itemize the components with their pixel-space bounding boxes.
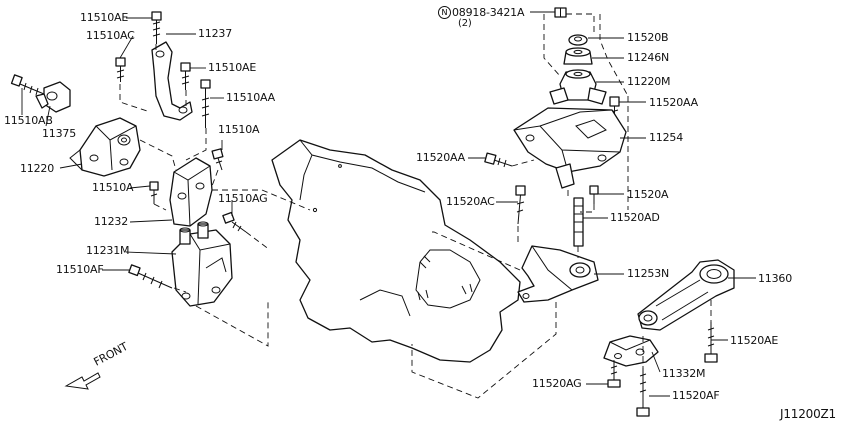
part-label-11220m: 11220M (627, 75, 671, 88)
part-label-11220: 11220 (20, 162, 54, 175)
part-label-08918-3421a: 08918-3421A (452, 6, 525, 19)
part-label-11510aa: 11510AA (226, 91, 275, 104)
bolt-11520af (636, 368, 650, 417)
mount-11231m (171, 221, 233, 307)
part-label-11510a-lower: 11510A (92, 181, 134, 194)
nut-08918-3421a (554, 7, 567, 18)
part-label-11231m: 11231M (86, 244, 130, 257)
part-label-11510ab: 11510AB (4, 114, 53, 127)
engine-block (271, 139, 521, 363)
part-label-11332m: 11332M (662, 367, 706, 380)
part-label-11520aa-left: 11520AA (416, 151, 465, 164)
leader-lines (21, 11, 756, 397)
part-label-11237: 11237 (198, 27, 232, 40)
part-label-11510ac: 11510AC (86, 29, 135, 42)
bolt-11510a-upper (211, 148, 224, 171)
part-label-11510af: 11510AF (56, 263, 104, 276)
bracket-11253n (517, 245, 599, 303)
diagram-code: J11200Z1 (780, 407, 836, 421)
bolt-11510ac (115, 57, 126, 82)
engine-mount-11220 (69, 117, 141, 177)
part-label-11510ae-right: 11510AE (208, 61, 257, 74)
part-label-11510ae-top: 11510AE (80, 11, 129, 24)
bolt-11520a (589, 185, 599, 204)
part-label-11520b: 11520B (627, 31, 669, 44)
mount-bracket-11375 (35, 81, 71, 113)
part-label-11520af: 11520AF (672, 389, 720, 402)
part-label-11510ag: 11510AG (218, 192, 268, 205)
part-label-11246n: 11246N (627, 51, 670, 64)
part-label-11520ad: 11520AD (610, 211, 660, 224)
bolt-11520ag (607, 362, 621, 388)
insulator-11246n (563, 47, 593, 65)
note-n-icon: N (438, 6, 451, 19)
bolt-11510aa (200, 79, 211, 128)
washer-11520b (568, 34, 588, 46)
bracket-11232 (169, 157, 213, 227)
part-label-11510a-upper: 11510A (218, 123, 260, 136)
torque-rod-11360 (637, 259, 735, 331)
bolt-11520aa-left (484, 152, 513, 168)
mount-11220m (549, 69, 607, 105)
bolt-11510ag (222, 211, 247, 233)
part-label-11375: 11375 (42, 127, 76, 140)
bracket-11254 (513, 107, 627, 189)
front-arrow-icon (64, 372, 101, 390)
part-label-11254: 11254 (649, 131, 683, 144)
bolt-11510ab (10, 74, 45, 96)
bolt-11510af (128, 264, 173, 289)
part-label-11520a: 11520A (627, 188, 669, 201)
part-label-11520ag: 11520AG (532, 377, 582, 390)
part-label-11520aa-right: 11520AA (649, 96, 698, 109)
bolt-11510ae-right (180, 62, 191, 90)
bolt-11510ae-top (151, 11, 162, 44)
bolt-11510a-lower (149, 181, 159, 204)
part-label-11253n: 11253N (627, 267, 670, 280)
bolt-11520ac (515, 185, 526, 225)
part-label-11520ae: 11520AE (730, 334, 779, 347)
part-label-11520ac: 11520AC (446, 195, 495, 208)
stud-11520ad (573, 197, 584, 247)
part-qty-08918: (2) (458, 18, 472, 29)
part-label-11232: 11232 (94, 215, 128, 228)
part-label-11360: 11360 (758, 272, 792, 285)
assembly-dashed-lines (119, 13, 712, 399)
bracket-11237 (151, 41, 193, 121)
bolt-11520ae (704, 322, 718, 363)
bracket-11332m (603, 335, 659, 367)
